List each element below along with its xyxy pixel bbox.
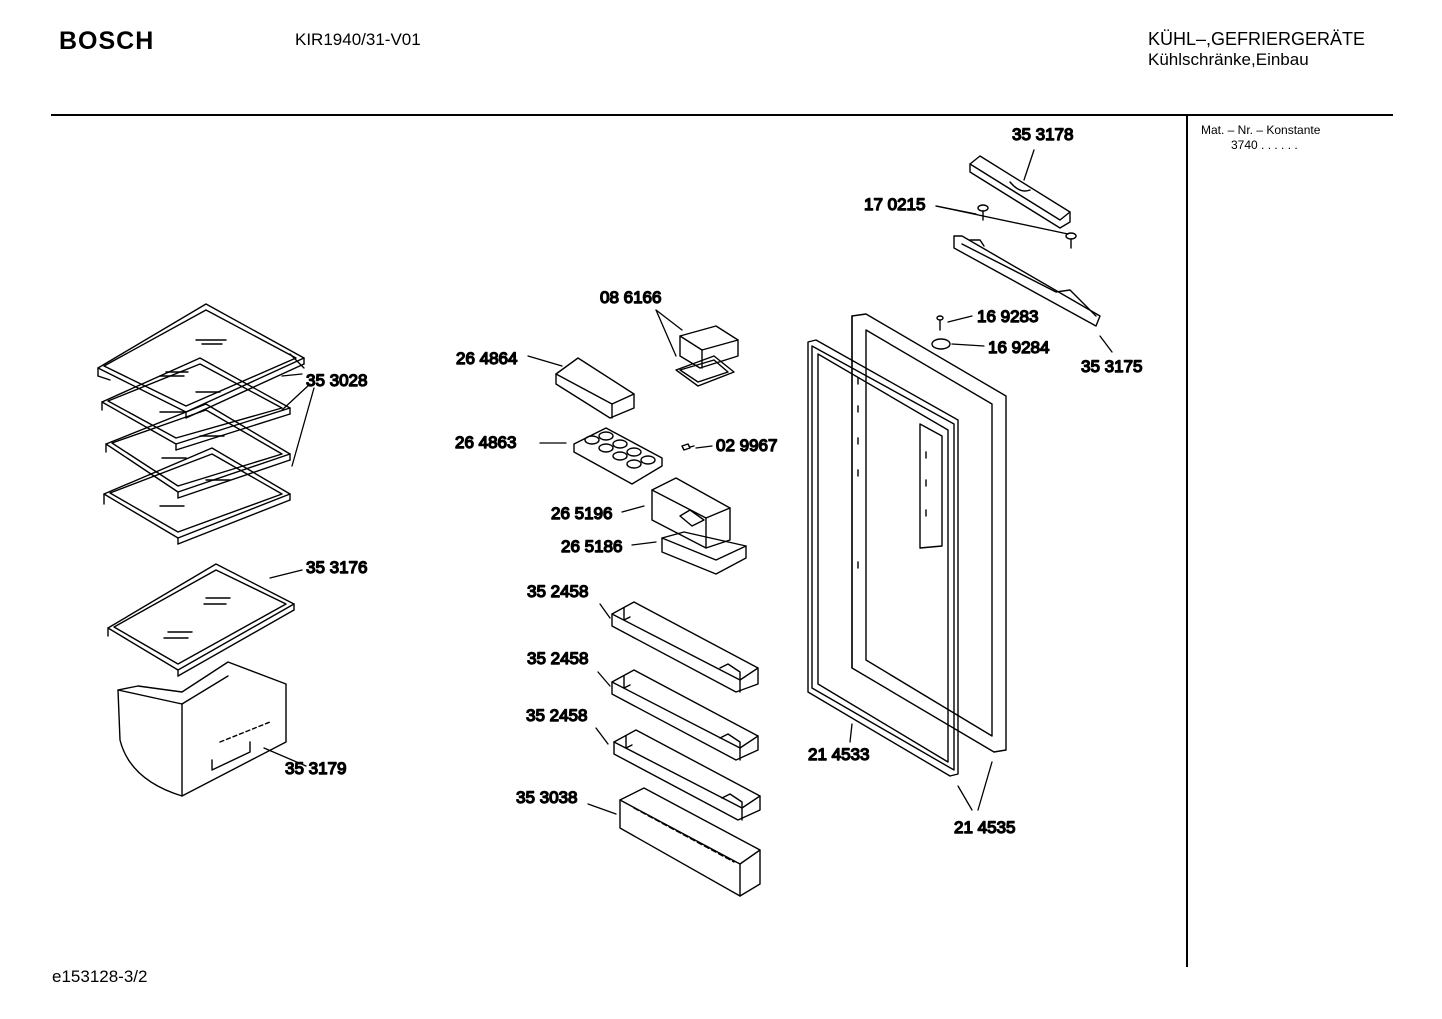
part-label: 35 3038 xyxy=(516,788,577,807)
butter-dish-cover xyxy=(679,325,739,369)
model-number: KIR1940/31-V01 xyxy=(295,30,421,49)
part-label: 35 2458 xyxy=(526,706,587,725)
part-label: 21 4533 xyxy=(808,745,869,764)
category-title: KÜHL–,GEFRIERGERÄTE xyxy=(1148,29,1366,49)
door-bottle-shelf xyxy=(613,729,761,821)
page-id: e153128-3/2 xyxy=(52,967,148,986)
door-bottle-shelf xyxy=(611,601,759,693)
mat-nr-value: 3740 . . . . . . xyxy=(1231,138,1298,152)
small-door-tray xyxy=(555,357,635,419)
part-label: 35 3178 xyxy=(1012,125,1073,144)
part-label: 21 4535 xyxy=(954,818,1015,837)
part-label: 26 5186 xyxy=(561,537,622,556)
door-bottle-shelf-large xyxy=(619,787,761,897)
brand-logo: BOSCH xyxy=(59,27,155,55)
glass-shelf xyxy=(101,357,291,451)
glass-shelf xyxy=(97,303,305,419)
part-label: 26 4864 xyxy=(456,349,517,368)
dairy-compartment-lid xyxy=(651,477,731,549)
category-subtitle: Kühlschränke,Einbau xyxy=(1148,50,1309,69)
part-label: 35 2458 xyxy=(527,649,588,668)
sidebar-divider xyxy=(1186,116,1188,967)
part-label: 35 3175 xyxy=(1081,357,1142,376)
part-label: 02 9967 xyxy=(716,436,777,455)
mat-nr-title: Mat. – Nr. – Konstante xyxy=(1201,123,1321,137)
door-handle-trim xyxy=(969,155,1071,229)
part-label: 08 6166 xyxy=(600,288,661,307)
part-label: 26 4863 xyxy=(455,433,516,452)
part-label: 35 3179 xyxy=(285,759,346,778)
part-label: 35 3176 xyxy=(306,558,367,577)
door-inner-rail xyxy=(857,377,943,569)
egg-tray xyxy=(573,427,663,485)
door-gasket xyxy=(807,339,959,777)
screw-icon xyxy=(681,443,695,451)
dairy-compartment-base xyxy=(661,531,747,575)
screw-icon xyxy=(1065,232,1077,249)
glass-shelf-bottom xyxy=(107,563,295,677)
hinge-bracket xyxy=(953,235,1101,327)
cap-icon xyxy=(931,338,951,350)
part-label: 26 5196 xyxy=(551,504,612,523)
part-label: 35 3028 xyxy=(306,371,367,390)
door-panel xyxy=(851,313,1007,753)
part-label: 16 9283 xyxy=(977,307,1038,326)
part-label: 17 0215 xyxy=(864,195,925,214)
header-divider xyxy=(51,114,1393,116)
glass-shelf xyxy=(103,447,291,545)
door-bottle-shelf xyxy=(611,669,759,761)
leader-lines xyxy=(263,149,1113,815)
vegetable-crisper xyxy=(117,661,287,797)
pin-icon xyxy=(936,315,944,331)
screw-icon xyxy=(977,204,989,221)
part-label: 35 2458 xyxy=(527,582,588,601)
butter-dish-tray xyxy=(675,355,735,387)
part-label: 16 9284 xyxy=(988,338,1049,357)
